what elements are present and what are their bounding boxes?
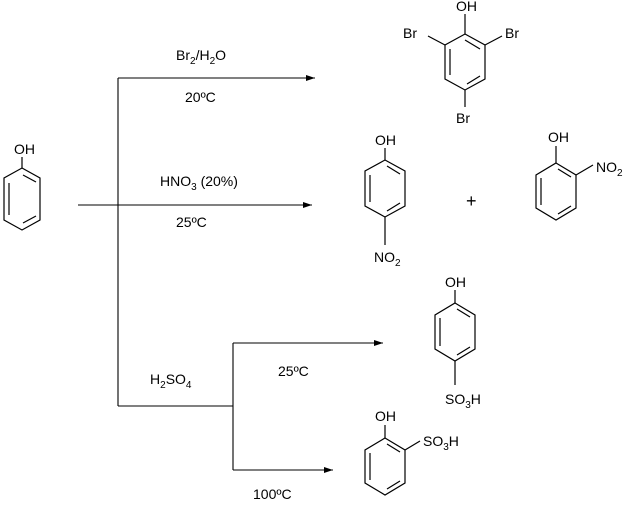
ortho-nitrophenol-no2: NO2: [596, 159, 623, 179]
nitration-conditions: HNO3 (20%) 25ºC: [160, 173, 238, 230]
phenol-oh-label: OH: [14, 141, 35, 157]
phenol-ring: [3, 167, 41, 231]
nitration-temp: 25ºC: [176, 214, 207, 230]
sulfonation-conditions: H2SO4 25ºC 100ºC: [150, 363, 309, 502]
para-nitrophenol-no2: NO2: [374, 249, 401, 269]
ortho-nitrophenol-oh: OH: [548, 129, 569, 145]
tribromophenol-br-left: Br: [403, 25, 417, 41]
bromination-temp: 20ºC: [185, 89, 216, 105]
para-sulfonic-ring: [434, 302, 476, 362]
nitration-reagent: HNO3 (20%): [160, 173, 238, 193]
ortho-sulfonic-oh: OH: [375, 408, 396, 424]
para-sulfonic-oh: OH: [445, 274, 466, 290]
para-nitrophenol-oh: OH: [375, 132, 396, 148]
reaction-arrows: [78, 75, 383, 473]
tribromophenol-product: OH Br Br Br: [403, 0, 519, 126]
tribromophenol-ring: [444, 33, 486, 91]
sulfonation-high-temp: 100ºC: [253, 486, 292, 502]
sulfonation-reagent: H2SO4: [150, 371, 192, 391]
ortho-nitrophenol-product: OH NO2: [535, 129, 623, 221]
tribromophenol-oh: OH: [456, 0, 477, 14]
ortho-nitrophenol-ring: [535, 162, 577, 221]
bromination-reagent: Br2/H2O: [176, 47, 226, 67]
bromination-conditions: Br2/H2O 20ºC: [176, 47, 226, 105]
para-nitrophenol-ring: [364, 159, 406, 218]
tribromophenol-br-right: Br: [505, 25, 519, 41]
para-sulfonic-product: OH SO3H: [434, 274, 481, 411]
ortho-sulfonic-so3h: SO3H: [423, 433, 459, 453]
para-sulfonic-so3h: SO3H: [445, 391, 481, 411]
para-nitrophenol-product: OH NO2: [364, 132, 406, 269]
phenol-reactant: OH: [3, 141, 41, 231]
sulfonation-low-temp: 25ºC: [278, 363, 309, 379]
plus-sign: +: [466, 191, 477, 211]
tribromophenol-br-bottom: Br: [456, 110, 470, 126]
ortho-sulfonic-product: OH SO3H: [364, 408, 459, 496]
ortho-sulfonic-ring: [364, 437, 406, 496]
